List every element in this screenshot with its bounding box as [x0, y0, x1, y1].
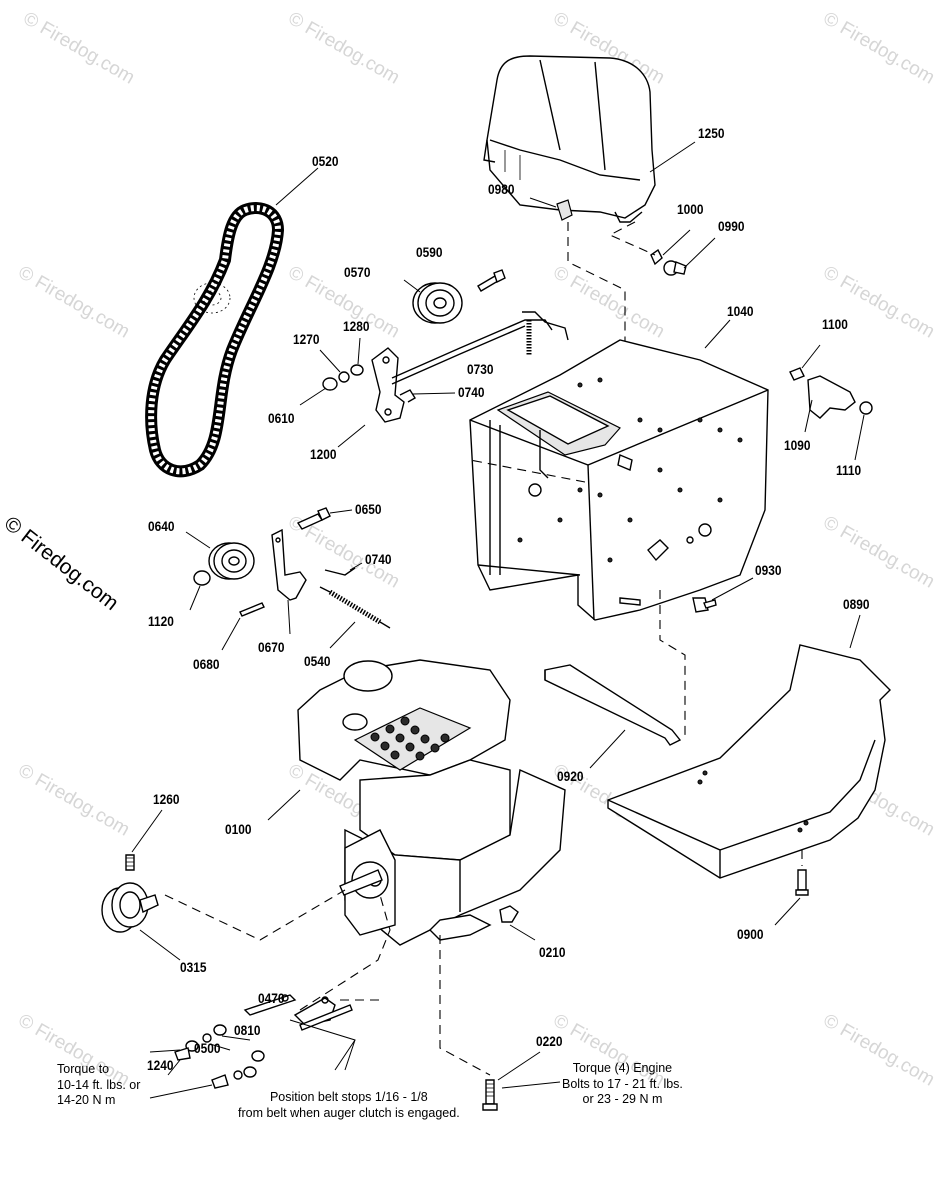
part-label-0980: 0980 — [488, 181, 515, 197]
part-label-1270: 1270 — [293, 331, 320, 347]
part-label-0920: 0920 — [557, 768, 584, 784]
hardware-1240 — [149, 1024, 265, 1099]
pan-0890 — [607, 614, 891, 879]
screw-0900 — [774, 850, 809, 926]
belt-0520 — [145, 202, 285, 478]
part-label-1100: 1100 — [822, 316, 848, 332]
part-label-1090: 1090 — [784, 437, 811, 453]
part-label-1280: 1280 — [343, 318, 370, 334]
note-line: 14-20 N m — [57, 1093, 116, 1108]
note-line: Bolts to 17 - 21 ft. lbs. — [562, 1076, 683, 1091]
part-label-1240: 1240 — [147, 1057, 174, 1073]
part-label-0990: 0990 — [718, 218, 745, 234]
bolt-0590 — [477, 269, 506, 292]
part-label-0740b: 0740 — [365, 551, 392, 567]
bolt-0930 — [659, 577, 754, 735]
torque-note-engine: Torque (4) Engine Bolts to 17 - 21 ft. l… — [562, 1061, 683, 1108]
idler-assembly-0640 — [185, 507, 391, 651]
bracket-1090 — [789, 344, 873, 461]
part-label-0520: 0520 — [312, 153, 339, 169]
part-label-0730: 0730 — [467, 361, 494, 377]
part-label-0810: 0810 — [234, 1022, 261, 1038]
pulley-0315 — [101, 809, 346, 961]
part-label-0930: 0930 — [755, 562, 782, 578]
part-label-1250: 1250 — [698, 125, 725, 141]
part-label-0470: 0470 — [258, 990, 285, 1006]
bar-0920 — [544, 664, 682, 769]
part-label-1040: 1040 — [727, 303, 754, 319]
part-label-0640: 0640 — [148, 518, 175, 534]
part-label-0650: 0650 — [355, 501, 382, 517]
engine-0100 — [267, 659, 566, 946]
part-label-1260: 1260 — [153, 791, 180, 807]
part-label-0570: 0570 — [344, 264, 371, 280]
part-label-0670: 0670 — [258, 639, 285, 655]
leader-1250 — [649, 141, 696, 173]
idler-arm-1200 — [337, 311, 569, 448]
torque-note-left: Torque to 10-14 ft. lbs. or 14-20 N m — [57, 1062, 140, 1109]
note-line: Torque to — [57, 1062, 110, 1076]
part-label-0500: 0500 — [194, 1040, 221, 1056]
screw-0990 — [608, 221, 716, 276]
part-label-0210: 0210 — [539, 944, 566, 960]
nut-0210 — [499, 905, 536, 941]
part-label-0740a: 0740 — [458, 384, 485, 400]
part-label-0540: 0540 — [304, 653, 331, 669]
belt-stop-0470 — [243, 894, 391, 1071]
nuts-1270-1280 — [299, 337, 364, 406]
note-line: from belt when auger clutch is engaged. — [238, 1105, 460, 1120]
frame-1040 — [469, 319, 769, 621]
part-label-0590: 0590 — [416, 244, 443, 260]
part-label-1200: 1200 — [310, 446, 337, 462]
pulley-0570 — [403, 279, 463, 324]
note-line: Torque (4) Engine — [572, 1061, 673, 1075]
part-label-0610: 0610 — [268, 410, 295, 426]
belt-stop-note: Position belt stops 1/16 - 1/8 from belt… — [238, 1090, 460, 1121]
part-label-1000: 1000 — [677, 201, 704, 217]
part-label-1110: 1110 — [836, 462, 862, 478]
leader-0520 — [275, 167, 319, 206]
part-label-1120: 1120 — [148, 613, 174, 629]
part-label-0100: 0100 — [225, 821, 252, 837]
part-label-0900: 0900 — [737, 926, 764, 942]
note-line: Position belt stops 1/16 - 1/8 — [269, 1090, 428, 1104]
part-label-0680: 0680 — [193, 656, 220, 672]
part-label-0220: 0220 — [536, 1033, 563, 1049]
note-line: or 23 - 29 N m — [582, 1092, 663, 1107]
bolt-0220 — [439, 935, 561, 1111]
note-line: 10-14 ft. lbs. or — [57, 1077, 141, 1092]
part-label-0315: 0315 — [180, 959, 207, 975]
belt-cover-1250 — [483, 55, 656, 223]
part-label-0890: 0890 — [843, 596, 870, 612]
